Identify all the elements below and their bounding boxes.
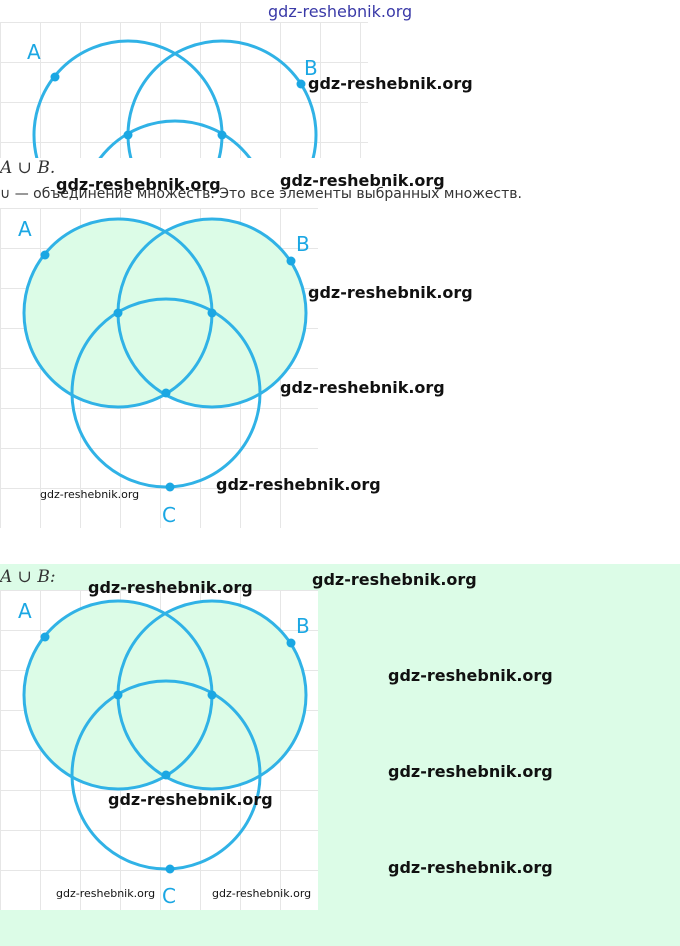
intersection-point — [161, 388, 171, 398]
point-b — [286, 638, 296, 648]
label-c: C — [162, 503, 176, 527]
label-a: A — [27, 40, 41, 64]
union-heading: A ∪ B: — [0, 567, 56, 587]
watermark: gdz-reshebnik.org — [308, 74, 473, 93]
intersection-point — [161, 770, 171, 780]
watermark: gdz-reshebnik.org — [388, 762, 553, 781]
label-b: B — [304, 56, 318, 80]
watermark-small: gdz-reshebnik.org — [40, 488, 140, 501]
point-a — [40, 632, 50, 642]
point-a — [40, 250, 50, 260]
watermark: gdz-reshebnik.org — [108, 790, 273, 809]
union-heading: A ∪ B. — [0, 158, 56, 178]
watermark: gdz-reshebnik.org — [312, 570, 477, 589]
point-a — [51, 73, 60, 82]
watermark: gdz-reshebnik.org — [308, 283, 473, 302]
watermark: gdz-reshebnik.org — [388, 858, 553, 877]
watermark: gdz-reshebnik.org — [56, 175, 221, 194]
label-b: B — [296, 232, 310, 256]
point-b — [297, 80, 306, 89]
watermark: gdz-reshebnik.org — [280, 171, 445, 190]
intersection-point — [113, 308, 123, 318]
watermark-small: gdz-reshebnik.org — [212, 887, 312, 900]
intersection-point — [113, 690, 123, 700]
intersection-point — [218, 131, 227, 140]
point-c — [165, 864, 175, 874]
union-fill-a-b — [24, 601, 306, 789]
figure-1-grid — [0, 22, 368, 158]
point-b — [286, 256, 296, 266]
intersection-point — [207, 308, 217, 318]
label-a: A — [18, 217, 32, 241]
label-c: C — [162, 884, 176, 908]
watermark: gdz-reshebnik.org — [216, 475, 381, 494]
watermark-top: gdz-reshebnik.org — [268, 2, 413, 21]
watermark: gdz-reshebnik.org — [388, 666, 553, 685]
intersection-point — [124, 131, 133, 140]
intersection-point — [207, 690, 217, 700]
point-c — [165, 482, 175, 492]
union-caption: ∪ — объединение множеств. Это все элемен… — [0, 186, 522, 202]
watermark: gdz-reshebnik.org — [280, 378, 445, 397]
label-b: B — [296, 614, 310, 638]
union-fill-a-b — [24, 219, 306, 407]
watermark: gdz-reshebnik.org — [88, 578, 253, 597]
watermark-small: gdz-reshebnik.org — [56, 887, 156, 900]
label-a: A — [18, 599, 32, 623]
